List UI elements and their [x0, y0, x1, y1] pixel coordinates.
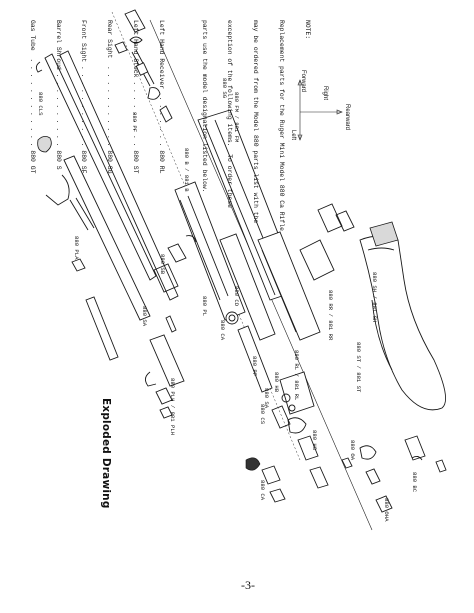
part-label: 880 BC	[411, 472, 418, 493]
trigger-group-parts	[245, 371, 329, 503]
part-label: 880 CD	[233, 286, 240, 307]
compass-rearward-label: Rearward	[344, 104, 350, 131]
part-label: 880 CA	[219, 320, 226, 341]
part-label: 880 SG	[221, 78, 228, 99]
part-label: 880 CA	[259, 480, 266, 501]
part-label: 880 CLS	[37, 92, 44, 116]
note-line: may be ordered from the Model 880 parts …	[252, 20, 260, 224]
part-label: 880 OHA	[383, 498, 390, 522]
note-line: Left Hand Receiver . . . . . . . 880 RL	[157, 20, 165, 174]
page-number: -3-	[241, 578, 255, 592]
note-line: Front Sight . . . . . . . . . . . 880 SF	[80, 20, 88, 174]
lower-left-parts	[145, 315, 185, 419]
compass-right-label: Right	[322, 86, 328, 101]
part-label: 880 SH / 881 SH	[371, 272, 378, 323]
barrel-oprod-group	[35, 50, 179, 361]
part-label: 880 RL / 881 RL	[293, 350, 300, 401]
part-label: 880 SA	[141, 306, 148, 327]
part-label: 880 B / 881 B	[183, 148, 190, 192]
part-label: 880 PL	[201, 296, 208, 317]
note-line: Rear Sight . . . . . . . . . . . 880 SG	[106, 20, 114, 174]
stock-drawing	[359, 221, 447, 411]
top-parts-group	[114, 9, 173, 123]
part-label: 880 PLH / 881 PLH	[169, 378, 176, 436]
direction-compass	[297, 79, 343, 141]
part-label: 880 CS	[259, 404, 266, 425]
note-line: Gas Tube . . . . . . . . . . . . 880 GT	[28, 20, 36, 174]
compass-left-label: Left	[290, 130, 296, 141]
part-label: 880 RR / 881 RR	[327, 290, 334, 341]
receiver-group	[153, 109, 355, 393]
note-line: parts use the model designation listed b…	[200, 20, 208, 193]
figure-title: Exploded Drawing	[100, 398, 112, 509]
part-label: 880 HB	[273, 372, 280, 393]
part-label: 880 PF	[251, 356, 258, 377]
part-label: 880 FM / 881 FM	[233, 92, 240, 143]
part-label: 880 OA	[349, 440, 356, 461]
note-line: Barrel Shroud . . . . . . . . . . 880 S	[54, 20, 62, 170]
bottom-right-parts	[341, 435, 447, 513]
compass-forward-label: Forward	[300, 70, 306, 93]
part-label: 880 PF	[131, 112, 138, 133]
part-label: 880 HS	[311, 430, 318, 451]
note-line: Replacement parts for the Ruger Mini Mod…	[278, 20, 286, 231]
part-label: 880 PLA	[73, 236, 80, 260]
note-line: NOTE:	[303, 20, 311, 40]
part-label: 880 ST / 881 ST	[355, 342, 362, 393]
replacement-parts-note: NOTE: Replacement parts for the Ruger Mi…	[10, 20, 328, 231]
part-label: 880 SB	[159, 254, 166, 275]
